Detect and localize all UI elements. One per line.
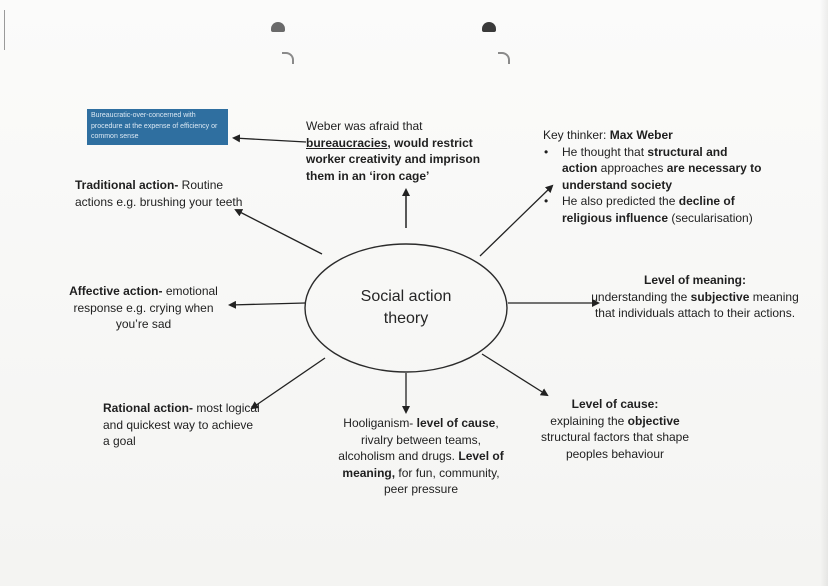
affective-action-note: Affective action- emotional response e.g… bbox=[56, 283, 231, 333]
bullet1-p1: He thought that bbox=[562, 144, 648, 159]
rational-action-note: Rational action- most logical and quicke… bbox=[103, 400, 263, 450]
key-thinker-bullets: He thought that structural and action ap… bbox=[543, 144, 763, 227]
arrow-to-traditional bbox=[234, 209, 323, 255]
weber-rest: , would restrict worker creativity and i… bbox=[306, 135, 481, 183]
bullet1-p2: approaches bbox=[597, 161, 667, 175]
arrow-to-rational bbox=[250, 357, 326, 410]
paper-curl-mark bbox=[282, 52, 294, 64]
bureaucracies-term: bureaucracies bbox=[306, 135, 388, 150]
hooliganism-p2: , rivalry between teams, alcoholism and … bbox=[338, 416, 499, 463]
hooliganism-b1: level of cause bbox=[416, 416, 496, 430]
arrow-to-affective bbox=[228, 300, 306, 309]
key-thinker-name: Max Weber bbox=[609, 128, 673, 142]
level-meaning-p1: understanding the bbox=[591, 289, 691, 304]
centre-title-line2: theory bbox=[383, 310, 429, 327]
centre-topic: Social action theory bbox=[304, 244, 508, 372]
level-cause-b1: objective bbox=[627, 413, 680, 428]
paper-curl-mark bbox=[498, 52, 510, 64]
level-meaning-p2: meaning that individuals attach to their… bbox=[594, 289, 799, 321]
rational-action-desc: most logical and quickest way to achieve… bbox=[103, 401, 260, 448]
traditional-action-term: Traditional action- bbox=[75, 178, 179, 192]
arrow-to-definition bbox=[232, 134, 307, 143]
rational-action-term: Rational action- bbox=[103, 401, 194, 415]
key-thinker-bullet-1: He thought that structural and action ap… bbox=[543, 144, 763, 194]
hooliganism-p1: Hooliganism- bbox=[343, 416, 417, 430]
hooliganism-p3: for fun, community, peer pressure bbox=[383, 465, 500, 497]
level-of-cause-heading: Level of cause: bbox=[571, 397, 659, 411]
arrow-to-key-thinker bbox=[479, 184, 554, 257]
bureaucratic-definition-box: Bureaucratic-over-concerned with procedu… bbox=[87, 109, 228, 145]
punch-hole-right bbox=[482, 22, 496, 32]
level-of-cause-note: Level of cause: explaining the objective… bbox=[530, 396, 700, 462]
bullet2-p2: (secularisation) bbox=[668, 210, 753, 225]
weber-intro: Weber was afraid that bbox=[306, 119, 423, 133]
margin-mark bbox=[4, 10, 5, 50]
punch-hole-left bbox=[271, 22, 285, 32]
key-thinker-bullet-2: He also predicted the decline of religio… bbox=[543, 193, 763, 226]
level-of-meaning-note: Level of meaning: understanding the subj… bbox=[590, 272, 800, 322]
bureaucratic-definition-text: Bureaucratic-over-concerned with procedu… bbox=[91, 112, 218, 140]
hooliganism-note: Hooliganism- level of cause, rivalry bet… bbox=[338, 415, 504, 498]
bullet2-b1: decline of religious influence bbox=[562, 194, 735, 225]
key-thinker-note: Key thinker: Max Weber He thought that s… bbox=[543, 127, 763, 226]
hooliganism-b2: Level of meaning, bbox=[342, 449, 504, 480]
traditional-action-note: Traditional action- Routine actions e.g.… bbox=[75, 177, 250, 210]
arrow-to-level-cause bbox=[481, 353, 549, 397]
bullet1-b2: are necessary to understand society bbox=[562, 161, 762, 192]
bullet1-b1: structural and action bbox=[562, 144, 728, 176]
affective-action-term: Affective action- bbox=[69, 284, 163, 298]
page-edge-shadow bbox=[820, 0, 828, 586]
affective-action-desc: emotional response e.g. crying when you’… bbox=[73, 284, 218, 331]
key-thinker-label: Key thinker: bbox=[543, 128, 610, 142]
level-cause-p1: explaining the bbox=[550, 413, 628, 428]
level-cause-p2: structural factors that shape peoples be… bbox=[540, 430, 690, 461]
centre-title-line1: Social action bbox=[360, 288, 452, 305]
bullet2-p1: He also predicted the bbox=[562, 194, 679, 208]
weber-iron-cage-note: Weber was afraid that bureaucracies, wou… bbox=[306, 118, 506, 184]
level-of-meaning-heading: Level of meaning: bbox=[643, 273, 747, 287]
centre-ellipse bbox=[304, 243, 508, 373]
level-meaning-b1: subjective bbox=[690, 289, 750, 304]
traditional-action-desc: Routine actions e.g. brushing your teeth bbox=[75, 178, 243, 209]
